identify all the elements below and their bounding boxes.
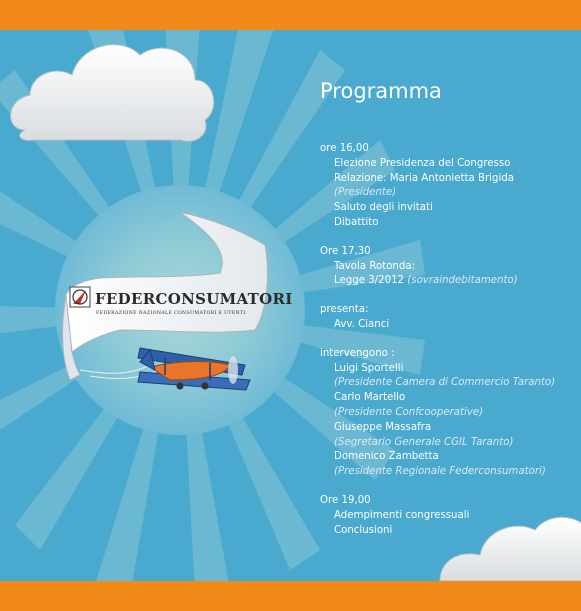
section-label: intervengono : [320,347,395,359]
section-time: ore 16,00 [320,143,369,154]
program-panel: Programma ore 16,00 Elezione Presidenza … [320,78,575,552]
program-note: (Presidente) [334,187,397,199]
speaker-name: Domenico Zambetta [334,451,439,463]
section-1900: Ore 19,00 Adempimenti congressuali Concl… [320,494,575,538]
program-item: Tavola Rotonda: [334,260,416,272]
logo-name: FEDERCONSUMATORI [95,290,293,308]
speaker-name: Luigi Sportelli [334,362,404,374]
program-item: Elezione Presidenza del Congresso [334,157,511,169]
speaker-role: (Presidente Camera di Commercio Taranto) [334,377,556,389]
program-item-text: Legge 3/2012 [334,275,405,287]
section-time: Ore 19,00 [320,494,371,506]
speaker-role: (Segretario Generale CGIL Taranto) [334,436,514,448]
speaker-role: (Presidente Confcooperative) [334,406,484,418]
cloud-top-left [10,44,215,142]
bottom-orange-band [0,581,581,611]
program-item: Relazione: Maria Antonietta Brigida [334,172,514,184]
section-time: Ore 17,30 [320,245,371,257]
program-item: Avv. Cianci [334,318,390,330]
program-item: Saluto degli invitati [334,202,433,214]
program-item: Conclusioni [334,524,393,536]
program-title: Programma [320,79,442,103]
speaker-role: (Presidente Regionale Federconsumatori) [334,466,546,478]
speaker-name: Carlo Martello [334,392,406,404]
banner [62,211,269,381]
biplane [137,347,251,391]
program-item: Adempimenti congressuali [334,509,470,521]
top-orange-band [0,0,581,30]
section-1730: Ore 17,30 Tavola Rotonda: Legge 3/2012 (… [320,245,575,289]
logo-mark [69,286,91,308]
illustration: FEDERCONSUMATORI FEDERAZIONE NAZIONALE C… [0,30,581,581]
speaker-name: Giuseppe Massafra [334,421,432,433]
program-item: Dibattito [334,216,379,228]
logo-tagline: FEDERAZIONE NAZIONALE CONSUMATORI E UTEN… [96,310,246,316]
cloud-bottom-right [439,516,581,581]
program-inline-note: (sovraindebitamento) [407,275,518,287]
sky-background: FEDERCONSUMATORI FEDERAZIONE NAZIONALE C… [0,30,581,581]
section-intervengono: intervengono : Luigi Sportelli (Presiden… [320,347,575,480]
section-label: presenta: [320,304,369,316]
section-1600: ore 16,00 Elezione Presidenza del Congre… [320,142,575,231]
section-presenta: presenta: Avv. Cianci [320,303,575,333]
program-item-with-note: Legge 3/2012 (sovraindebitamento) [320,274,575,289]
